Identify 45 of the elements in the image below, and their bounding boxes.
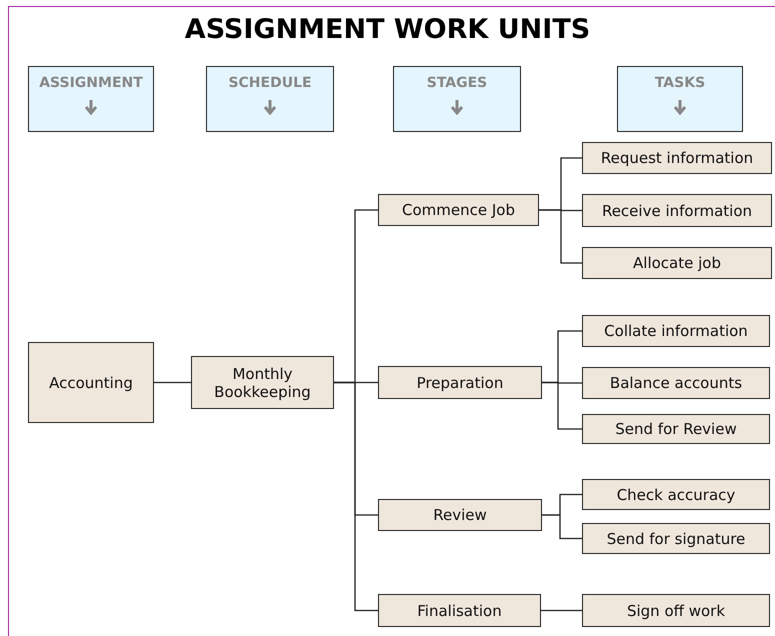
column-header bbox=[617, 66, 743, 132]
process-box bbox=[582, 247, 772, 279]
process-box bbox=[582, 194, 772, 227]
box-label: Finalisation bbox=[417, 602, 502, 620]
process-box bbox=[582, 315, 770, 347]
process-box bbox=[582, 367, 770, 399]
box-label: Collate information bbox=[604, 322, 748, 340]
box-label: Preparation bbox=[416, 374, 504, 392]
process-box bbox=[191, 356, 334, 409]
box-label: Balance accounts bbox=[610, 374, 742, 392]
box-label: Monthly Bookkeeping bbox=[213, 364, 312, 400]
connector-line bbox=[334, 382, 378, 612]
column-heading: STAGES bbox=[426, 75, 488, 92]
process-box bbox=[378, 366, 542, 399]
box-label: Check accuracy bbox=[616, 486, 736, 504]
process-box bbox=[582, 479, 770, 510]
box-label: Receive information bbox=[602, 202, 752, 220]
connector-line bbox=[154, 382, 191, 384]
box-label: Review bbox=[433, 506, 487, 524]
box-label: Accounting bbox=[49, 374, 133, 392]
column-header bbox=[206, 66, 334, 132]
process-box bbox=[582, 142, 772, 174]
process-box bbox=[378, 499, 542, 531]
box-label: Commence Job bbox=[402, 201, 515, 219]
column-header bbox=[28, 66, 154, 132]
box-label: Send for Review bbox=[615, 420, 737, 438]
column-header bbox=[393, 66, 521, 132]
column-heading: ASSIGNMENT bbox=[39, 75, 143, 92]
box-label: Allocate job bbox=[633, 254, 721, 272]
connector-line bbox=[541, 610, 582, 612]
connector-line bbox=[542, 382, 582, 430]
column-heading: TASKS bbox=[654, 75, 706, 92]
process-box bbox=[28, 342, 154, 423]
box-label: Sign off work bbox=[626, 602, 726, 620]
process-box bbox=[582, 594, 770, 627]
process-box bbox=[582, 414, 770, 444]
process-box bbox=[378, 594, 541, 627]
box-label: Request information bbox=[600, 149, 754, 167]
connector-line bbox=[542, 514, 582, 540]
column-heading: SCHEDULE bbox=[228, 75, 312, 92]
connector-line bbox=[539, 209, 582, 264]
diagram-title: ASSIGNMENT WORK UNITS bbox=[184, 14, 592, 45]
process-box bbox=[582, 523, 770, 554]
box-label: Send for signature bbox=[606, 530, 746, 548]
process-box bbox=[378, 194, 539, 226]
